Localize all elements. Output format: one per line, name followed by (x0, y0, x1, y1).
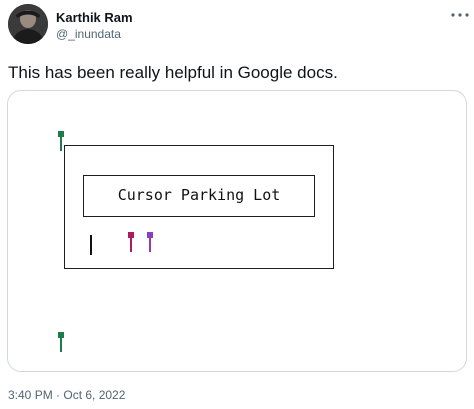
cursor-head (58, 332, 64, 338)
media-card[interactable]: Cursor Parking Lot (7, 90, 467, 372)
tweet-text: This has been really helpful in Google d… (8, 63, 338, 82)
parking-lot-label: Cursor Parking Lot (117, 186, 281, 204)
text-caret-icon (90, 235, 92, 255)
author-handle[interactable]: @_inundata (56, 27, 121, 41)
cursor-head (128, 232, 134, 238)
avatar[interactable] (8, 4, 48, 44)
cursor-stem (149, 238, 151, 252)
cursor-head (58, 131, 64, 137)
inner-ascii-box (83, 175, 315, 217)
cursor-stem (60, 137, 62, 151)
cursor-stem (60, 338, 62, 352)
author-display-name[interactable]: Karthik Ram (56, 10, 133, 25)
avatar-photo-icon (8, 4, 48, 44)
cursor-head (147, 232, 153, 238)
cursor-stem (130, 238, 132, 252)
tweet-timestamp[interactable]: 3:40 PM · Oct 6, 2022 (8, 388, 126, 402)
more-options-button[interactable] (448, 8, 472, 22)
outer-ascii-box (64, 145, 334, 269)
more-horizontal-icon (451, 13, 469, 17)
